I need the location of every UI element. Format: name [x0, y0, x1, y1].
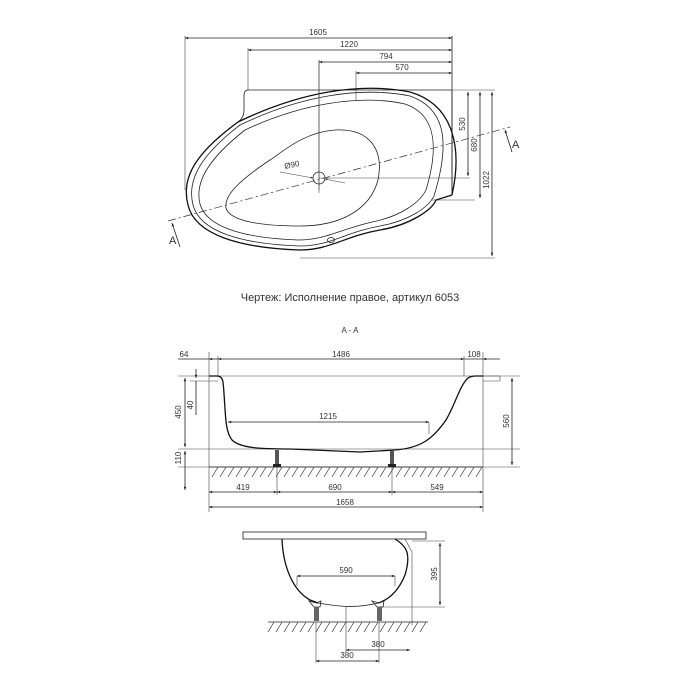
dim-680: 680	[470, 138, 479, 152]
dim-549: 549	[430, 483, 444, 492]
dim-570: 570	[395, 63, 409, 72]
dim-590: 590	[339, 566, 353, 575]
dim-419: 419	[236, 483, 250, 492]
dim-108: 108	[467, 350, 481, 359]
dim-395: 395	[430, 567, 439, 581]
dim-40: 40	[186, 400, 195, 409]
dim-450: 450	[174, 405, 183, 419]
section-marker-left: A	[169, 235, 177, 247]
section-marker-right: A	[512, 139, 520, 151]
section-title: A - A	[342, 326, 360, 335]
dim-1486: 1486	[332, 350, 350, 359]
dim-1220: 1220	[340, 40, 358, 49]
dim-380-upper: 380	[371, 640, 385, 649]
floor-hatch	[211, 466, 483, 478]
dim-690: 690	[328, 483, 342, 492]
dim-1605: 1605	[309, 28, 327, 37]
plan-view: 1605 1220 794 570 530 680 1022 Ø90 A A	[167, 28, 520, 259]
dim-794: 794	[379, 52, 393, 61]
dim-530: 530	[458, 117, 467, 131]
dim-drain-diameter: Ø90	[284, 159, 301, 171]
dim-1215: 1215	[319, 412, 337, 421]
side-view: 590 395 380 380	[242, 531, 445, 663]
dim-64: 64	[180, 350, 189, 359]
dim-1022: 1022	[482, 171, 491, 189]
dim-560: 560	[502, 414, 511, 428]
drawing-caption: Чертеж: Исполнение правое, артикул 6053	[241, 292, 460, 304]
dim-1658: 1658	[336, 498, 354, 507]
dim-110: 110	[174, 451, 183, 464]
section-view: 64 1486 108 450 40 110 1215 560 419 690 …	[174, 350, 520, 512]
dim-380-lower: 380	[340, 651, 354, 660]
